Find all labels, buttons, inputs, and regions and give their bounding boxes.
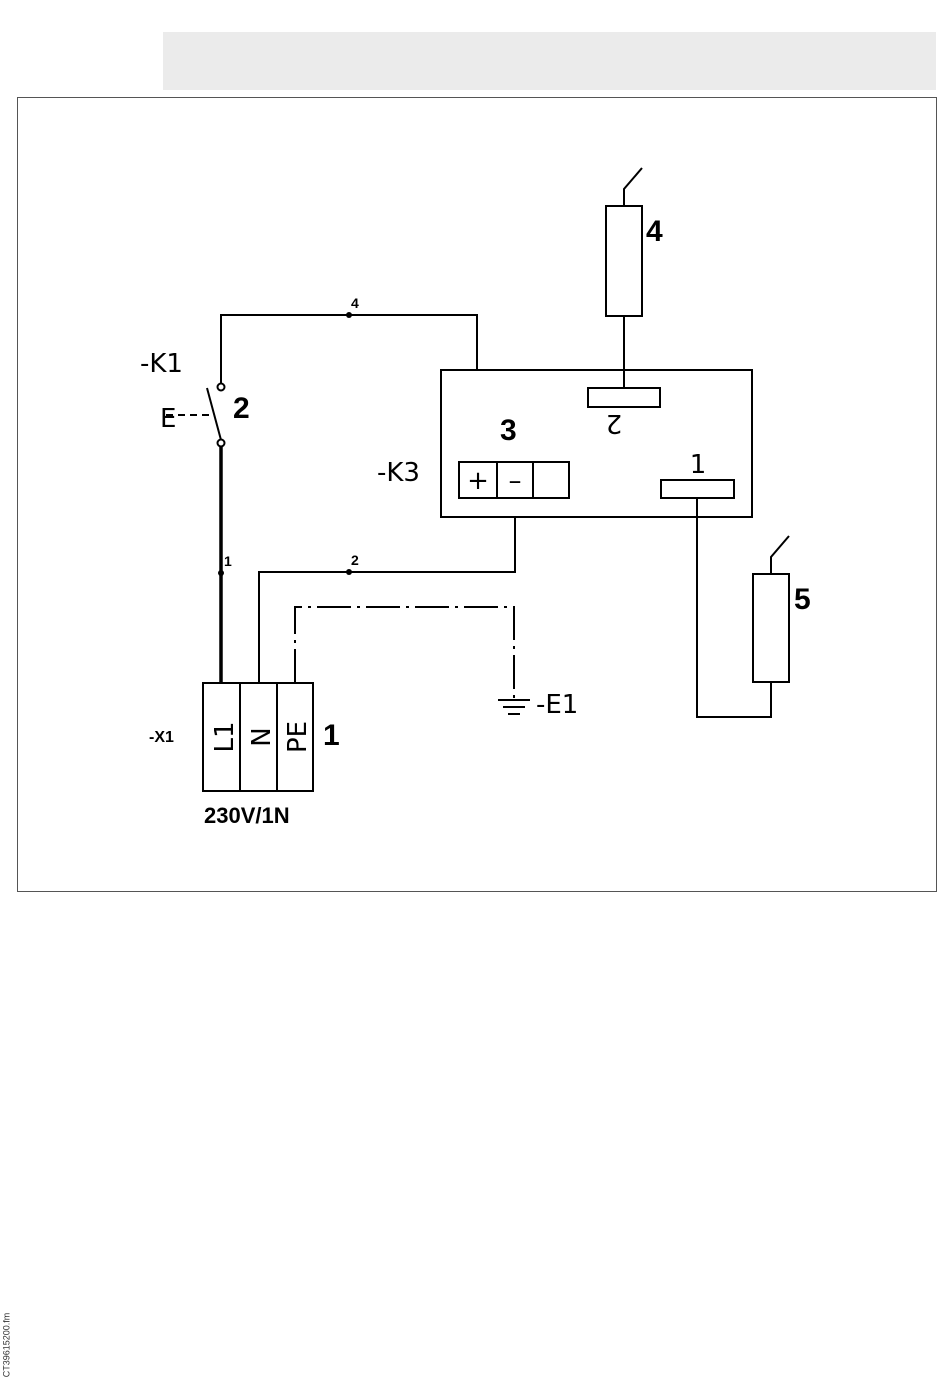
k1-label: -K1 — [140, 349, 183, 379]
terminal-n: N — [247, 727, 277, 746]
callout-1: 1 — [323, 719, 340, 752]
controller-k3: + – 2 1 -K3 3 — [377, 370, 752, 517]
callout-2: 2 — [233, 392, 250, 425]
minus-terminal: – — [509, 466, 522, 496]
plus-terminal: + — [467, 466, 489, 496]
sensor-5: 5 — [697, 498, 811, 717]
wire-2: 2 — [259, 498, 515, 683]
wire-1-label: 1 — [224, 553, 232, 569]
e1-label: -E1 — [536, 690, 578, 720]
wire-4: 4 — [221, 295, 477, 485]
wire-1: 1 — [218, 447, 232, 683]
e-label: E — [160, 404, 176, 434]
callout-3: 3 — [500, 414, 517, 447]
wire-2-label: 2 — [351, 552, 359, 568]
k3-label: -K3 — [377, 458, 420, 488]
sensor-4: 4 — [606, 168, 663, 389]
wire-4-label: 4 — [351, 295, 359, 311]
callout-5: 5 — [794, 583, 811, 616]
supply-label: 230V/1N — [204, 803, 290, 828]
terminal-l1: L1 — [210, 721, 240, 752]
port-2-label: 2 — [606, 408, 623, 438]
switch-k1: E -K1 2 — [140, 349, 250, 447]
terminal-block-x1: L1 N PE -X1 1 230V/1N — [149, 683, 340, 828]
port-1-label: 1 — [690, 450, 707, 480]
pe-ground: -E1 — [295, 607, 578, 720]
x1-label: -X1 — [149, 729, 174, 746]
terminal-pe: PE — [283, 721, 313, 753]
callout-4: 4 — [646, 215, 663, 248]
side-file-label: CT39615200.fm — [1, 1313, 11, 1378]
